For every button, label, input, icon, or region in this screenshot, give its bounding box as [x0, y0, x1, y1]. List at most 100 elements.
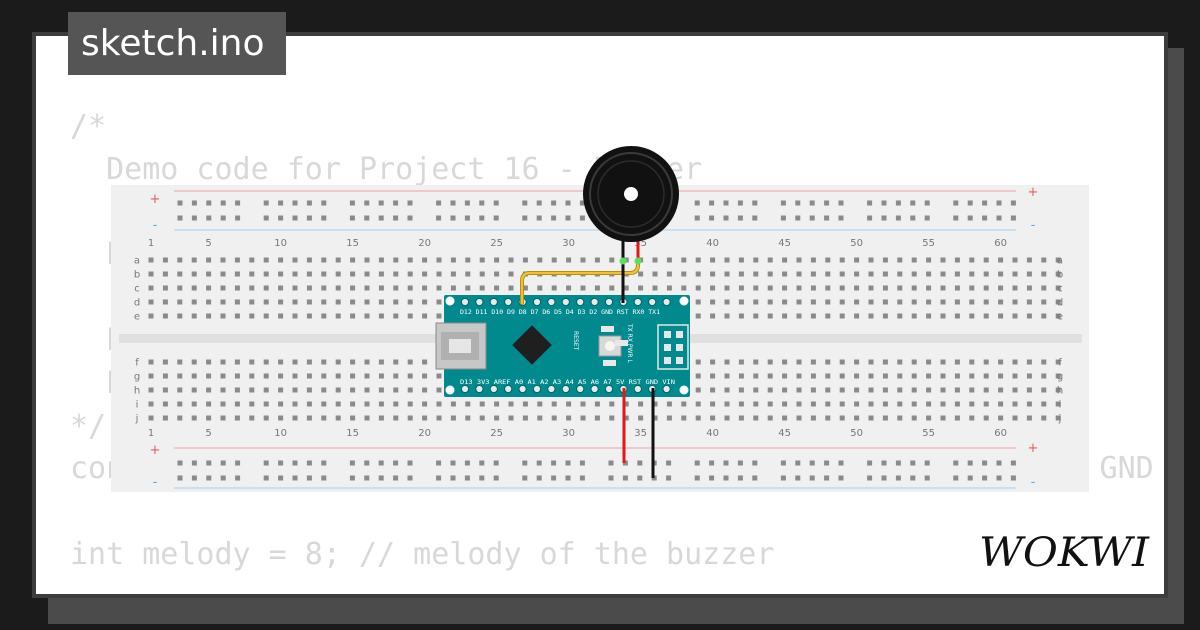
nano-pin[interactable] [460, 297, 470, 307]
breadboard-hole [321, 299, 327, 305]
column-label: 15 [346, 238, 359, 249]
nano-pin[interactable] [532, 297, 542, 307]
breadboard-hole [897, 359, 903, 365]
breadboard-hole [407, 373, 413, 379]
breadboard-hole [220, 359, 226, 365]
nano-pin[interactable] [489, 384, 498, 394]
nano-pin[interactable] [662, 384, 671, 394]
breadboard-hole [681, 271, 687, 277]
rail-hole [206, 460, 212, 466]
nano-pin[interactable] [489, 297, 498, 307]
breadboard-hole [263, 401, 269, 407]
rail-plus-symbol: + [1028, 441, 1039, 456]
rail-hole [349, 200, 355, 206]
breadboard-hole [306, 373, 312, 379]
nano-pin[interactable] [648, 297, 657, 307]
nano-pin[interactable] [604, 384, 614, 394]
breadboard-hole [321, 285, 327, 291]
breadboard-hole [1055, 373, 1061, 379]
nano-mount-hole [679, 385, 689, 395]
nano-pin[interactable] [504, 384, 513, 394]
breadboard-hole [825, 415, 831, 421]
breadboard-hole [724, 299, 730, 305]
breadboard-hole [666, 415, 672, 421]
breadboard-hole [350, 415, 356, 421]
nano-pin[interactable] [590, 297, 599, 307]
breadboard-hole [1055, 415, 1061, 421]
nano-pin[interactable] [590, 384, 599, 394]
rail-hole [838, 200, 844, 206]
rail-hole [536, 460, 542, 466]
breadboard-hole [522, 401, 528, 407]
breadboard-hole [263, 359, 269, 365]
nano-pin[interactable] [547, 297, 556, 307]
breadboard-hole [263, 313, 269, 319]
breadboard-hole [1012, 271, 1018, 277]
column-label: 50 [850, 428, 863, 439]
nano-pin[interactable] [561, 297, 570, 307]
nano-pin[interactable] [561, 384, 570, 394]
breadboard-hole [306, 359, 312, 365]
rail-hole [666, 475, 672, 481]
buzzer-ring [589, 152, 673, 236]
nano-pin[interactable] [518, 384, 527, 394]
breadboard-hole [767, 373, 773, 379]
nano-pin[interactable] [460, 384, 470, 394]
rail-hole [393, 475, 399, 481]
nano-pin[interactable] [475, 384, 484, 394]
breadboard-hole [724, 415, 730, 421]
column-label: 20 [418, 428, 431, 439]
breadboard-hole [1026, 313, 1032, 319]
breadboard-hole [177, 271, 183, 277]
wire-yellow-d8-to-buzzer[interactable] [520, 259, 640, 305]
breadboard-hole [897, 257, 903, 263]
nano-pin[interactable] [475, 297, 484, 307]
nano-pin[interactable] [576, 384, 585, 394]
rail-hole [349, 475, 355, 481]
file-tab[interactable]: sketch.ino [68, 12, 286, 75]
breadboard-hole [796, 415, 802, 421]
breadboard-hole [1055, 313, 1061, 319]
rail-hole [795, 475, 801, 481]
breadboard-hole [825, 401, 831, 407]
breadboard-hole [494, 401, 500, 407]
rail-hole [393, 215, 399, 221]
breadboard-hole [378, 387, 384, 393]
nano-pin[interactable] [532, 384, 542, 394]
breadboard-hole [897, 271, 903, 277]
rail-hole [694, 475, 700, 481]
nano-pin[interactable] [662, 297, 671, 307]
rail-hole [206, 215, 212, 221]
breadboard-hole [810, 257, 816, 263]
buzzer[interactable] [583, 146, 679, 242]
nano-board [444, 295, 690, 397]
breadboard-hole [364, 285, 370, 291]
breadboard-hole [998, 387, 1004, 393]
nano-pin[interactable] [504, 297, 513, 307]
breadboard-hole [854, 401, 860, 407]
breadboard-hole [652, 415, 658, 421]
breadboard-hole [1041, 257, 1047, 263]
breadboard-hole [580, 415, 586, 421]
breadboard-hole [450, 271, 456, 277]
rail-hole [967, 200, 973, 206]
nano-pin[interactable] [633, 297, 642, 307]
wires[interactable] [520, 235, 655, 478]
breadboard-hole [148, 285, 154, 291]
breadboard-hole [278, 415, 284, 421]
breadboard-hole [234, 285, 240, 291]
rail-hole [378, 475, 384, 481]
nano-pin[interactable] [633, 384, 642, 394]
breadboard-hole [335, 257, 341, 263]
nano-pin[interactable] [576, 297, 585, 307]
rail-hole [436, 475, 442, 481]
breadboard-hole [321, 401, 327, 407]
breadboard-hole [926, 415, 932, 421]
arduino-nano[interactable]: D12 D11 D10 D9 D8 D7 D6 D5 D4 D3 D2 GND … [435, 295, 690, 397]
nano-pin[interactable] [547, 384, 556, 394]
breadboard-hole [364, 415, 370, 421]
rail-hole [464, 475, 470, 481]
rail-hole [709, 460, 715, 466]
nano-pin[interactable] [604, 297, 614, 307]
